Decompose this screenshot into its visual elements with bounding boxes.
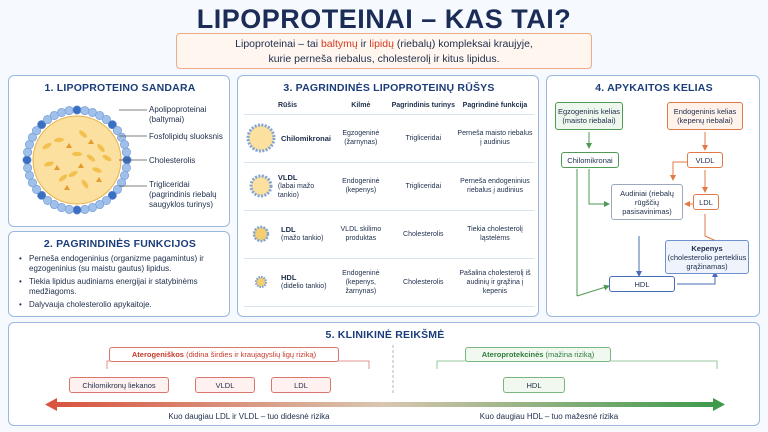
- bad-pill-vldl: VLDL: [195, 377, 255, 393]
- good-pill-hdl: HDL: [503, 377, 565, 393]
- metabolism-title: 4. APYKAITOS KELIAS: [595, 82, 713, 94]
- intro-line-2: kurie perneša riebalus, cholesterolį ir …: [268, 53, 500, 65]
- atheroprotective-label: Ateroprotekcinės: [481, 350, 544, 359]
- atheroprotective-desc: (mažina riziką): [543, 350, 595, 359]
- atherogenic-desc: (didina širdies ir kraujagyslių ligų riz…: [183, 350, 317, 359]
- atherogenic-label: Aterogeniškos: [131, 350, 184, 359]
- col-header: Pagrindinis turinys: [390, 98, 456, 115]
- type-sub: (didelio tankio): [281, 283, 327, 290]
- atheroprotective-header: Ateroprotekcinės (mažina riziką): [465, 347, 611, 362]
- liver-node: Kepenys (cholesterolio perteklius grąžin…: [665, 240, 749, 274]
- types-panel: 3. PAGRINDINĖS LIPOPROTEINŲ RŪŠYS Rūšis …: [237, 75, 539, 317]
- table-row: HDL(didelio tankio) Endogeninė (kepenys,…: [244, 258, 534, 307]
- vldl-icon: [249, 174, 273, 198]
- content-cell: Trigliceridai: [390, 162, 456, 211]
- function-cell: Pašalina cholesterolį iš audinių ir grąž…: [455, 258, 534, 307]
- type-name: LDL: [281, 225, 296, 234]
- label-cholesterol: Cholesterolis: [149, 156, 196, 165]
- content-cell: Cholesterolis: [390, 210, 456, 259]
- origin-cell: Endogeninė (kepenys): [331, 162, 391, 211]
- col-header: Kilmė: [331, 98, 391, 115]
- intro-highlight-proteins: baltymų: [320, 38, 358, 50]
- liver-sub: (cholesterolio perteklius grąžinamas): [667, 253, 747, 271]
- label-apolipoproteins: Apolipoproteinai (baltymai): [149, 105, 207, 124]
- pathway-arrows: [576, 132, 724, 297]
- hdl-node: HDL: [609, 276, 675, 292]
- intro-highlight-lipids: lipidų: [369, 38, 394, 50]
- functions-list: Perneša endogeninius (organizme pagamint…: [19, 254, 225, 313]
- type-name: VLDL: [277, 172, 298, 182]
- vldl-node: VLDL: [687, 152, 723, 168]
- ldl-node: LDL: [693, 194, 719, 210]
- intro-text: Lipoproteinai – tai: [235, 38, 321, 50]
- content-cell: Trigliceridai: [390, 114, 456, 163]
- type-cell: LDL(mažo tankio): [244, 210, 332, 259]
- table-row: Chilomikronai Egzogeninė (žarnynas) Trig…: [244, 114, 534, 163]
- types-table: Rūšis Kilmė Pagrindinis turinys Pagrindi…: [244, 98, 534, 307]
- structure-title: 1. LIPOPROTEINO SANDARA: [44, 82, 196, 94]
- types-title: 3. PAGRINDINĖS LIPOPROTEINŲ RŪŠYS: [283, 82, 495, 94]
- hdl-icon: [254, 275, 268, 289]
- tissues-node: Audiniai (riebalų rūgščių pasisavinimas): [611, 184, 683, 220]
- function-cell: Tiekia cholesterolį ląstelėms: [455, 210, 534, 259]
- atherogenic-header: Aterogeniškos (didina širdies ir kraujag…: [109, 347, 339, 362]
- structure-panel: 1. LIPOPROTEINO SANDARA Apolipoproteinai…: [8, 75, 230, 227]
- endogenous-path-box: Endogeninis kelias (kepenų riebalai): [667, 102, 743, 130]
- clinical-title: 5. KLINIKINĖ REIKŠMĖ: [325, 329, 445, 341]
- origin-cell: VLDL skilimo produktas: [331, 210, 391, 259]
- intro-line-1: Lipoproteinai – tai baltymų ir lipidų (r…: [177, 37, 591, 52]
- label-phospholipid-layer: Fosfolipidų sluoksnis: [149, 132, 223, 141]
- chylomicron-node: Chilomikronai: [561, 152, 619, 168]
- label-triglycerides: Trigliceridai (pagrindinis riebalų saugy…: [149, 180, 217, 209]
- list-item: Tiekia lipidus audiniams energijai ir st…: [19, 277, 225, 297]
- functions-title: 2. PAGRINDINĖS FUNKCIJOS: [43, 238, 197, 250]
- col-header: Pagrindinė funkcija: [455, 98, 534, 115]
- bad-pill-remnants: Chilomikronų liekanos: [69, 377, 169, 393]
- type-name: HDL: [281, 273, 297, 282]
- exogenous-path-box: Egzogeninis kelias (maisto riebalai): [555, 102, 623, 130]
- functions-panel: 2. PAGRINDINĖS FUNKCIJOS Perneša endogen…: [8, 231, 230, 317]
- type-sub: (labai mažo tankio): [277, 182, 315, 199]
- type-cell: HDL(didelio tankio): [244, 258, 332, 307]
- function-cell: Perneša endogeninius riebalus į audinius: [455, 162, 534, 211]
- lipoprotein-particle-icon: [22, 105, 132, 215]
- page-title: LIPOPROTEINAI – KAS TAI?: [196, 4, 572, 34]
- type-name: Chilomikronai: [281, 133, 332, 143]
- caption-left: Kuo daugiau LDL ir VLDL – tuo didesnė ri…: [168, 412, 330, 421]
- type-sub: (mažo tankio): [281, 235, 324, 242]
- liver-title: Kepenys: [691, 244, 723, 253]
- col-header: Rūšis: [244, 98, 332, 115]
- ldl-icon: [252, 225, 270, 243]
- caption-right: Kuo daugiau HDL – tuo mažesnė rizika: [479, 412, 619, 421]
- list-item: Dalyvauja cholesterolio apykaitoje.: [19, 300, 225, 310]
- chylomicron-icon: [246, 123, 276, 153]
- list-item: Perneša endogeninius (organizme pagamint…: [19, 254, 225, 274]
- bad-pill-ldl: LDL: [271, 377, 331, 393]
- type-cell: VLDL(labai mažo tankio): [244, 162, 332, 211]
- intro-box: Lipoproteinai – tai baltymų ir lipidų (r…: [176, 33, 592, 69]
- function-cell: Perneša maisto riebalus į audinius: [455, 114, 534, 163]
- intro-text: ir: [357, 38, 370, 50]
- origin-cell: Endogeninė (kepenys, žarnynas): [331, 258, 391, 307]
- table-header-row: Rūšis Kilmė Pagrindinis turinys Pagrindi…: [244, 98, 534, 115]
- metabolism-panel: 4. APYKAITOS KELIAS Egzogeninis kelias (…: [546, 75, 760, 317]
- pointer-lines: [119, 109, 147, 187]
- type-cell: Chilomikronai: [244, 114, 332, 163]
- origin-cell: Egzogeninė (žarnynas): [331, 114, 391, 163]
- clinical-panel: 5. KLINIKINĖ REIKŠMĖ Aterogeniškos (didi…: [8, 322, 760, 426]
- intro-text: (riebalų) kompleksai kraujyje,: [393, 38, 533, 50]
- content-cell: Cholesterolis: [390, 258, 456, 307]
- table-row: VLDL(labai mažo tankio) Endogeninė (kepe…: [244, 162, 534, 211]
- table-row: LDL(mažo tankio) VLDL skilimo produktas …: [244, 210, 534, 259]
